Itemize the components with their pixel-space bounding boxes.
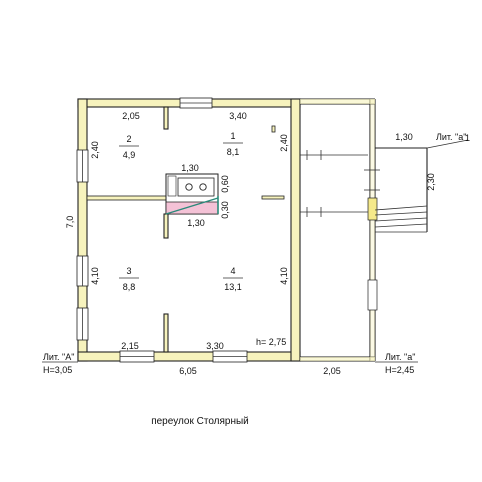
dim-annex-top: 1,30 — [395, 132, 413, 142]
dim-inner-lower: 4,10 — [279, 267, 289, 285]
room-1-label: 1 8,1 — [223, 131, 243, 157]
lit-a1-label: Лит. "а" — [436, 132, 466, 142]
room-labels: 2 4,9 1 8,1 3 8,8 4 13,1 — [119, 131, 243, 292]
interior-partitions — [86, 106, 285, 353]
street-name: переулок Столярный — [151, 416, 249, 427]
dim-stove-top: 1,30 — [181, 163, 199, 173]
main-house-walls — [77, 98, 301, 362]
svg-text:13,1: 13,1 — [224, 282, 242, 292]
dim-annex-bottom: 2,05 — [323, 366, 341, 376]
inner-height-label: h= 2,75 — [256, 337, 286, 347]
svg-text:2: 2 — [126, 134, 131, 144]
svg-text:1: 1 — [465, 133, 470, 143]
dim-stove-bottom: 1,30 — [187, 218, 205, 228]
room-3-label: 3 8,8 — [119, 266, 139, 292]
svg-text:8,1: 8,1 — [227, 147, 240, 157]
room-2-label: 2 4,9 — [119, 134, 139, 160]
dim-stove-side: 0,60 — [220, 175, 230, 193]
porch — [374, 139, 469, 233]
svg-text:4,9: 4,9 — [123, 150, 136, 160]
stove — [165, 173, 219, 215]
dim-bottom-right: 3,30 — [206, 341, 224, 351]
height-annex-label: Н=2,45 — [385, 365, 414, 375]
windows — [76, 97, 248, 363]
dim-left-total: 7,0 — [65, 216, 75, 229]
dim-top-left: 2,05 — [122, 111, 140, 121]
dim-bottom-left: 2,15 — [121, 341, 139, 351]
dim-bottom-total: 6,05 — [179, 366, 197, 376]
annex-walls — [300, 98, 380, 362]
lit-a-label: Лит. "А" — [43, 352, 74, 362]
svg-text:1: 1 — [230, 131, 235, 141]
svg-text:8,8: 8,8 — [123, 282, 136, 292]
room-4-label: 4 13,1 — [223, 266, 243, 292]
dim-inner-upper: 2,40 — [279, 134, 289, 152]
lit-a-annex-label: Лит. "а" — [385, 352, 415, 362]
dim-annex-side: 2,30 — [426, 173, 436, 191]
dim-left-upper: 2,40 — [90, 141, 100, 159]
height-a-label: Н=3,05 — [43, 365, 72, 375]
svg-text:4: 4 — [230, 266, 235, 276]
litera-labels: Лит. "А" Н=3,05 Лит. "а" Н=2,45 Лит. "а"… — [42, 132, 470, 375]
dim-stove-side2: 0,30 — [220, 201, 230, 219]
dim-top-right: 3,40 — [229, 111, 247, 121]
dim-left-lower: 4,10 — [90, 267, 100, 285]
dimension-labels: 2,05 3,40 2,40 7,0 4,10 2,40 4,10 2,15 3… — [65, 111, 436, 376]
svg-text:3: 3 — [126, 266, 131, 276]
